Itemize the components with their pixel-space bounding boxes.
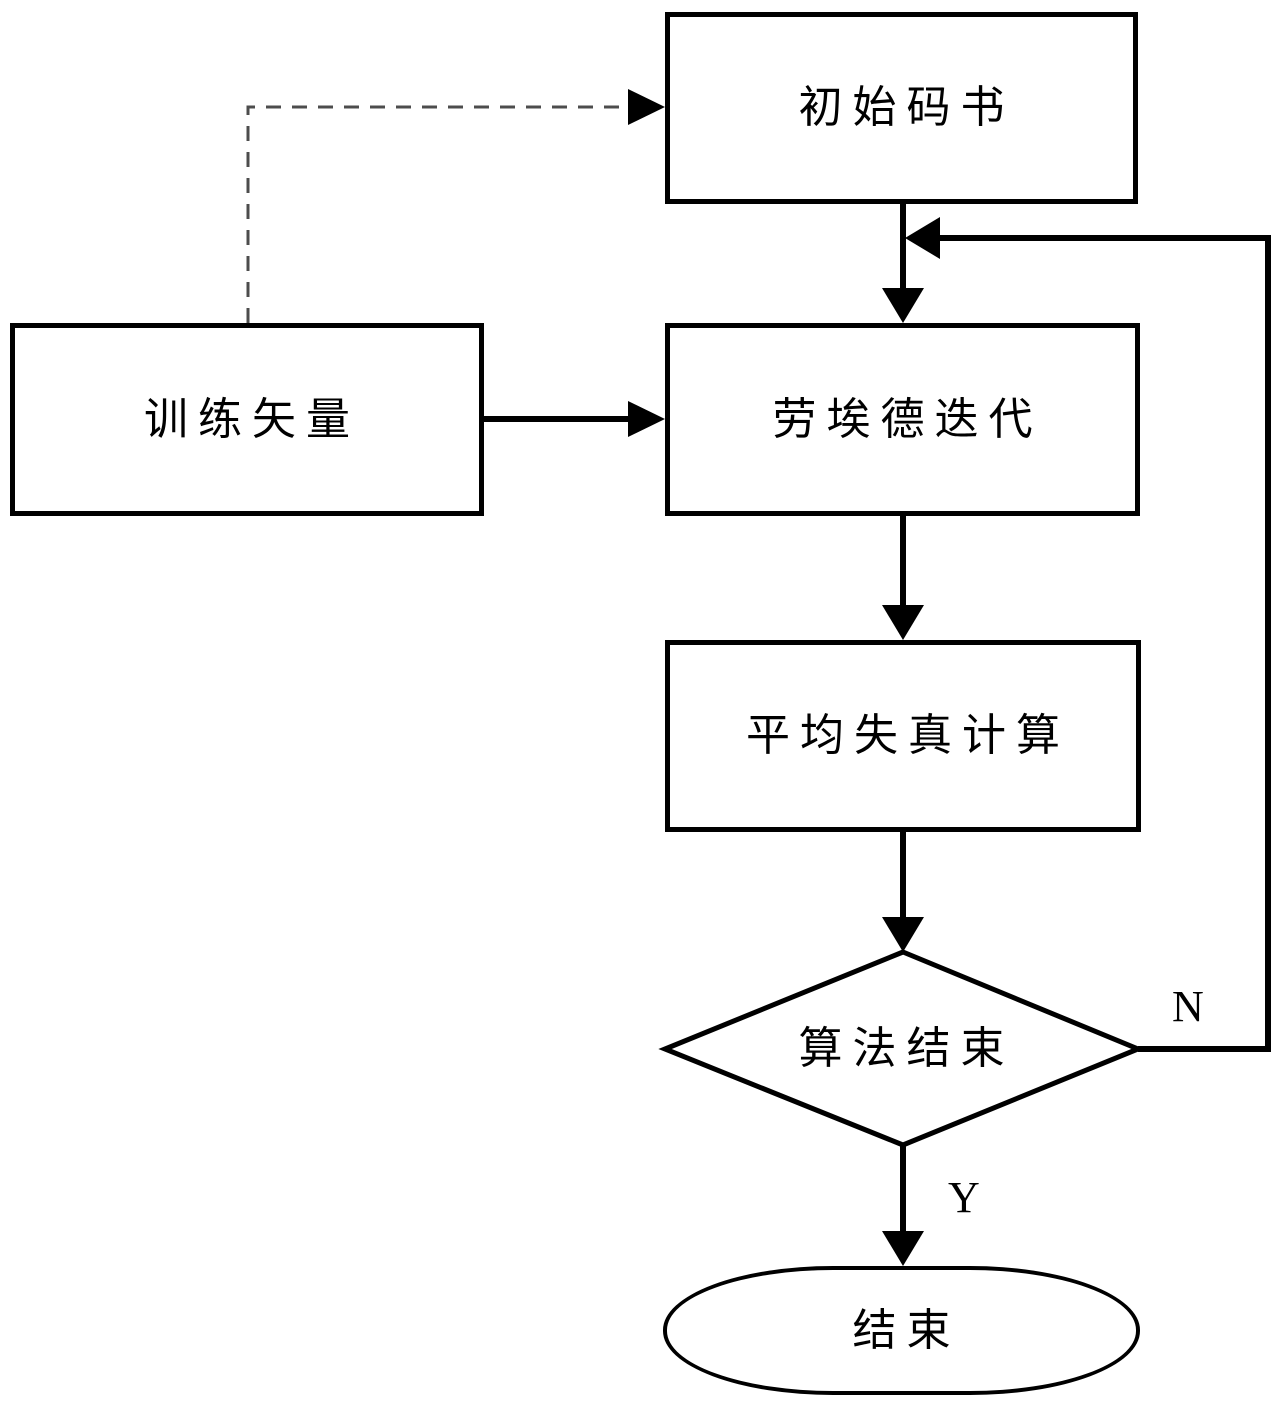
node-end: 结束 <box>663 1266 1140 1395</box>
connector-decision-yes-to-end <box>882 1145 924 1266</box>
arrowhead-down-icon <box>882 1231 924 1266</box>
arrowhead-down-icon <box>882 917 924 952</box>
connector-training-to-lloyd <box>483 401 665 437</box>
arrowhead-down-icon <box>882 288 924 323</box>
connector-training-to-codebook-dashed <box>246 89 665 323</box>
connector-distortion-to-decision <box>882 832 924 952</box>
arrowhead-down-icon <box>882 605 924 640</box>
node-lloyd-iteration: 劳埃德迭代 <box>665 323 1140 516</box>
node-avg-distortion-label: 平均失真计算 <box>746 711 1070 760</box>
arrowhead-left-icon <box>905 217 940 259</box>
arrowhead-right-icon <box>628 89 665 125</box>
node-lloyd-iteration-label: 劳埃德迭代 <box>772 394 1043 444</box>
branch-label-yes: Y <box>948 1173 980 1222</box>
node-initial-codebook: 初始码书 <box>665 12 1138 204</box>
branch-label-no: N <box>1172 982 1204 1031</box>
node-training-vectors-label: 训练矢量 <box>144 394 360 444</box>
node-training-vectors: 训练矢量 <box>10 323 484 516</box>
node-end-label: 结束 <box>852 1305 961 1355</box>
connector-decision-no-loop <box>905 217 1271 1052</box>
node-initial-codebook-label: 初始码书 <box>798 83 1015 132</box>
connector-codebook-to-lloyd <box>882 203 924 323</box>
decision-diamond-shape <box>658 949 1145 1148</box>
arrowhead-right-icon <box>628 401 665 437</box>
connector-lloyd-to-distortion <box>882 516 924 640</box>
node-avg-distortion: 平均失真计算 <box>665 640 1141 832</box>
